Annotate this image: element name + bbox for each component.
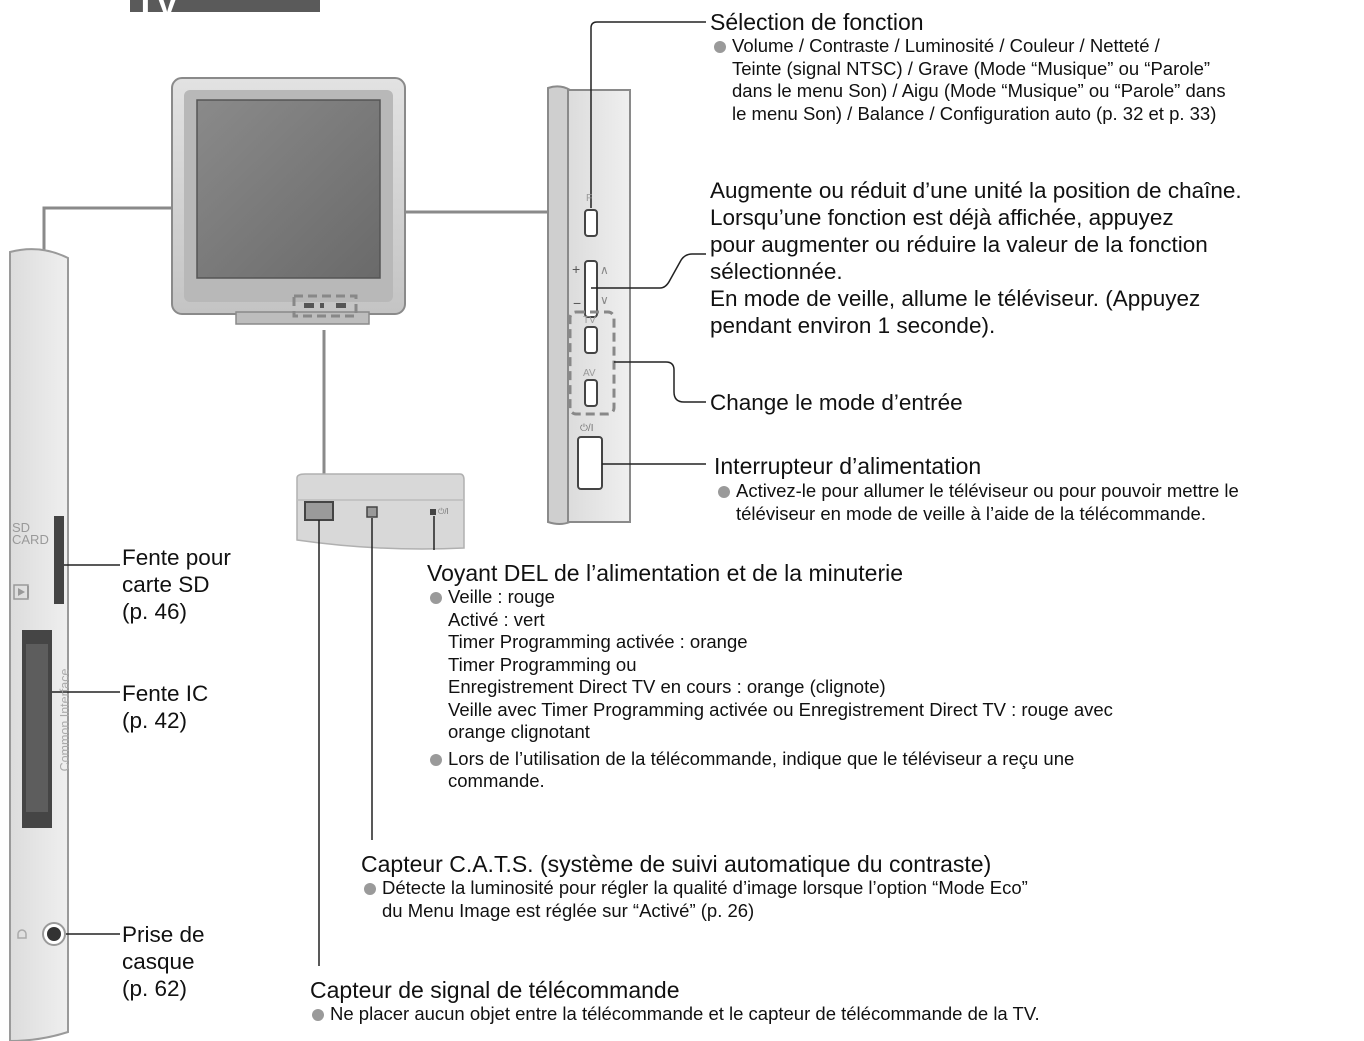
power-switch-line: Activez-le pour allumer le téléviseur ou… xyxy=(736,480,1239,501)
cats-description: Détecte la luminosité pour régler la qua… xyxy=(362,877,1028,922)
led-line: Activé : vert xyxy=(448,608,545,630)
sd-card-label-line1: SD xyxy=(12,520,31,535)
button-down-label: ∨ xyxy=(600,293,609,307)
right-control-panel xyxy=(547,85,631,525)
channel-updown-line: sélectionnée. xyxy=(710,259,843,284)
input-mode-description: Change le mode d’entrée xyxy=(710,390,963,415)
power-switch-line: téléviseur en mode de veille à l’aide de… xyxy=(736,502,1206,524)
channel-updown-description: Augmente ou réduit d’une unité la positi… xyxy=(710,177,1242,339)
remote-sensor-line: Ne placer aucun objet entre la télécomma… xyxy=(330,1003,1040,1024)
led-line: Veille avec Timer Programming activée ou… xyxy=(448,698,1113,720)
left-side-panel xyxy=(9,248,69,1041)
leader-lines xyxy=(52,21,706,966)
power-switch-description: Activez-le pour allumer le téléviseur ou… xyxy=(716,480,1239,525)
function-select-description: Volume / Contraste / Luminosité / Couleu… xyxy=(712,35,1226,125)
button-av-label: AV xyxy=(583,368,596,379)
power-switch-title: Interrupteur d’alimentation xyxy=(714,453,982,479)
led-line: Enregistrement Direct TV en cours : oran… xyxy=(448,676,886,697)
headphone-line: casque xyxy=(122,949,195,974)
channel-updown-line: pour augmenter ou réduire la valeur de l… xyxy=(710,232,1208,257)
ic-slot-line: (p. 42) xyxy=(122,708,188,733)
function-select-line: dans le menu Son) / Aigu (Mode “Musique”… xyxy=(732,80,1226,101)
led-line: Timer Programming ou xyxy=(448,653,637,675)
headphone-line: Prise de xyxy=(122,922,205,947)
headphone-label: Prise de casque (p. 62) xyxy=(122,921,205,1002)
led-line: commande. xyxy=(448,770,545,791)
cats-line: du Menu Image est réglée sur “Activé” (p… xyxy=(382,899,755,921)
ic-slot-line: Fente IC xyxy=(122,681,209,706)
channel-updown-line: Lorsqu’une fonction est déjà affichée, a… xyxy=(710,205,1174,230)
button-tv-label: TV xyxy=(583,315,596,326)
remote-sensor-title: Capteur de signal de télécommande xyxy=(310,977,680,1003)
channel-updown-line: En mode de veille, allume le téléviseur.… xyxy=(710,286,1201,311)
section-tab xyxy=(130,0,320,12)
button-minus-label: − xyxy=(573,295,582,311)
led-line: orange clignotant xyxy=(448,721,590,742)
front-detail-panel xyxy=(296,473,465,550)
power-button-label: ⏻/I xyxy=(580,423,594,434)
channel-updown-line: Augmente ou réduit d’une unité la positi… xyxy=(710,178,1242,203)
function-select-line: Teinte (signal NTSC) / Grave (Mode “Musi… xyxy=(732,57,1211,79)
cats-title: Capteur C.A.T.S. (système de suivi autom… xyxy=(361,851,992,877)
cats-line: Détecte la luminosité pour régler la qua… xyxy=(382,877,1028,898)
common-interface-label: Common Interface xyxy=(58,668,72,772)
led-title: Voyant DEL de l’alimentation et de la mi… xyxy=(427,560,904,586)
button-plus-label: + xyxy=(572,261,581,277)
led-description: Veille : rouge Activé : vert Timer Progr… xyxy=(428,586,1113,793)
tv-front-view xyxy=(171,77,406,325)
led-line: Lors de l’utilisation de la télécommande… xyxy=(448,747,1075,769)
sd-slot-line: Fente pour xyxy=(122,545,231,570)
connector-lines xyxy=(42,206,548,478)
channel-updown-line: pendant environ 1 seconde). xyxy=(710,313,996,338)
function-select-line: le menu Son) / Balance / Configuration a… xyxy=(732,102,1217,124)
sd-slot-label: Fente pour carte SD (p. 46) xyxy=(122,544,231,625)
function-select-line: Volume / Contraste / Luminosité / Couleu… xyxy=(732,35,1160,56)
ic-slot-label: Fente IC (p. 42) xyxy=(122,680,208,734)
sd-card-label-line2: CARD xyxy=(12,532,49,547)
sd-slot-line: (p. 46) xyxy=(122,599,188,624)
led-line: Timer Programming activée : orange xyxy=(448,631,748,652)
sd-slot-line: carte SD xyxy=(122,572,210,597)
button-up-label: ∧ xyxy=(600,263,609,277)
function-select-title: Sélection de fonction xyxy=(710,9,924,35)
button-f-label: F xyxy=(586,193,593,204)
led-line: Veille : rouge xyxy=(448,586,555,607)
section-tab-label: TV xyxy=(135,0,179,24)
remote-sensor-description: Ne placer aucun objet entre la télécomma… xyxy=(310,1003,1040,1026)
led-power-label: ⏻/I xyxy=(438,507,449,516)
headphone-line: (p. 62) xyxy=(122,976,188,1001)
